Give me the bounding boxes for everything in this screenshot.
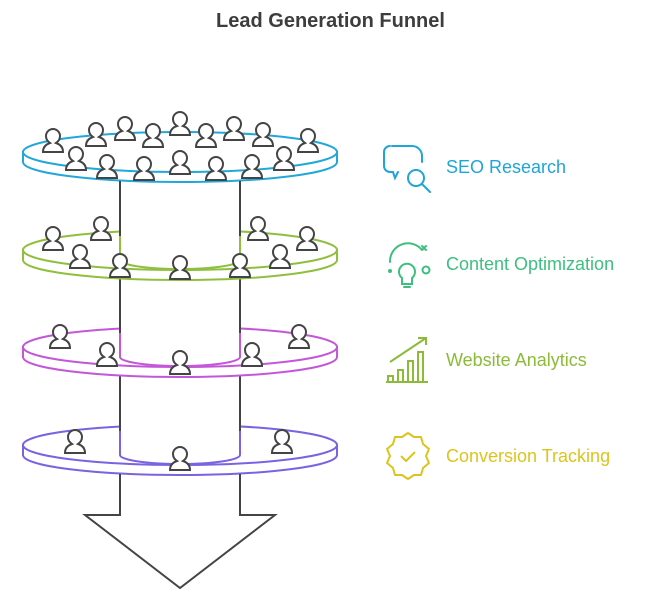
person-icon xyxy=(168,255,192,280)
person-icon xyxy=(240,342,264,367)
person-icon xyxy=(246,216,270,241)
person-icon xyxy=(132,156,156,181)
stage-label-conversion-tracking: Conversion Tracking xyxy=(446,446,611,466)
arrow-stem xyxy=(119,474,241,515)
person-icon xyxy=(95,154,119,179)
funnel-arrow xyxy=(82,470,278,590)
person-icon xyxy=(272,146,296,171)
person-icon xyxy=(41,226,65,251)
person-icon xyxy=(84,122,108,147)
funnel-disc-1 xyxy=(22,111,338,200)
person-icon xyxy=(141,123,165,148)
funnel-disc-4 xyxy=(22,375,338,476)
funnel-disc-3 xyxy=(22,278,338,378)
person-icon xyxy=(204,156,228,181)
person-icon xyxy=(95,342,119,367)
person-icon xyxy=(168,350,192,375)
person-icon xyxy=(296,128,320,153)
person-icon xyxy=(222,116,246,141)
person-icon xyxy=(64,146,88,171)
person-icon xyxy=(240,154,264,179)
person-icon xyxy=(41,128,65,153)
person-icon xyxy=(48,324,72,349)
person-icon xyxy=(113,116,137,141)
person-icon xyxy=(295,226,319,251)
stage-label-seo-research: SEO Research xyxy=(446,157,567,177)
person-icon xyxy=(270,429,294,454)
person-icon xyxy=(68,244,92,269)
person-icon xyxy=(168,446,192,471)
person-icon xyxy=(268,244,292,269)
person-icon xyxy=(168,150,192,175)
diagram-title: Lead Generation Funnel xyxy=(216,10,445,32)
person-icon xyxy=(63,429,87,454)
person-icon xyxy=(287,324,311,349)
person-icon xyxy=(194,123,218,148)
stage-label-content-optimization: Content Optimization xyxy=(446,254,615,274)
person-icon xyxy=(168,111,192,136)
person-icon xyxy=(228,253,252,278)
person-icon xyxy=(89,216,113,241)
funnel-disc-2 xyxy=(22,180,338,281)
person-icon xyxy=(251,122,275,147)
stage-label-website-analytics: Website Analytics xyxy=(446,350,587,370)
person-icon xyxy=(108,253,132,278)
